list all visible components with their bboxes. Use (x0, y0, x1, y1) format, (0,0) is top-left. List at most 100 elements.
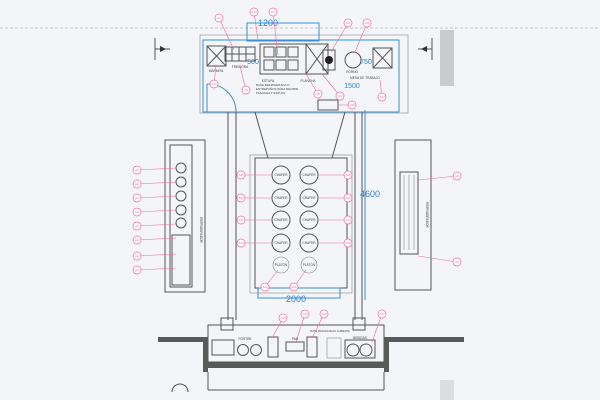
callout-tag: A3 (132, 207, 177, 217)
note-label: BASE REFRIGERADA O ENTREPAÑOS PARA RECIB… (256, 83, 299, 95)
tag-label: A18 (280, 316, 286, 320)
callout-tag: A20 (236, 238, 272, 248)
callout-tag: A11 (330, 18, 353, 53)
chafer-label: CHAFER (302, 173, 316, 177)
dimension-island-width: 2000 (286, 294, 306, 304)
callout-tag: A17 (371, 309, 387, 343)
chafer-label: CHAFER (302, 196, 316, 200)
left-refrigerator-unit: REFRIGERADOR (164, 139, 206, 293)
callout-tag: A3 (132, 221, 177, 231)
tag-label: A15 (302, 312, 308, 316)
sink-label: MARMITA (209, 69, 224, 73)
tag-label: A14 (379, 95, 385, 99)
tag-label: A3 (455, 174, 459, 178)
stove-label: ESTUFA (262, 79, 275, 83)
chafer-label: CHAFER (274, 173, 288, 177)
tag-label: A21 (262, 285, 268, 289)
tag-label: A3 (135, 168, 139, 172)
tag-label: A5 (244, 88, 248, 92)
chafer: CHAFER (299, 165, 319, 185)
tag-label: A13 (251, 10, 257, 14)
dimension-island-length: 4600 (360, 189, 380, 199)
callout-tag: A15 (295, 309, 310, 343)
chafer: CHAFER (299, 188, 319, 208)
chafer-label: CHAFER (302, 241, 316, 245)
tag-label: A20 (238, 196, 244, 200)
left-unit-label: REFRIGERADOR (199, 217, 203, 243)
platter: PLATÓN (300, 256, 318, 274)
tag-label: A18 (349, 103, 355, 107)
tag-label: A3 (135, 224, 139, 228)
scrollbar-bottom[interactable] (440, 380, 454, 400)
callout-tag: A12 (209, 64, 219, 89)
tag-label: A3 (135, 182, 139, 186)
chafer: CHAFER (299, 233, 319, 253)
tag-label: A20 (345, 173, 351, 177)
callout-tag: A20 (236, 215, 272, 225)
callout-tag: A20 (236, 193, 272, 203)
callout-tag: A21 (260, 269, 279, 292)
callout-tag: A21 (289, 269, 307, 292)
right-refrigerator-unit: REFRIGERADOR (394, 139, 432, 291)
walls (158, 337, 464, 391)
callout-tag: A4 (132, 265, 177, 275)
callout-tag: A4 (417, 255, 462, 267)
top-cooking-line: MARMITA FREIDORA ESTUFA PLANCHA HORNO ME… (199, 34, 409, 114)
tag-label: A4 (455, 260, 459, 264)
tag-label: A3 (135, 238, 139, 242)
callout-tag: A4 (132, 251, 177, 261)
tag-label: A20 (345, 241, 351, 245)
platter-label: PLATÓN (275, 262, 288, 267)
tag-label: A11 (345, 21, 350, 25)
tag-label: A10 (364, 21, 370, 25)
tag-label: A20 (345, 218, 351, 222)
bascula-label: BOTE BASURA BAJO CUBIERTA (310, 329, 350, 333)
tag-label: A8 (316, 92, 320, 96)
callout-tag: A20 (318, 238, 353, 248)
dimension-depth-left: 500 (247, 59, 259, 66)
chafer: CHAFER (271, 165, 291, 185)
dimension-depth-right: 750 (360, 59, 372, 66)
callout-tag: A18 (271, 313, 288, 339)
chafer-label: CHAFER (274, 196, 288, 200)
column-marker-icon (171, 383, 189, 393)
tag-label: A3 (135, 196, 139, 200)
tag-label: A17 (379, 312, 385, 316)
bottom-service-counter: POSTRE PAN BEBIDAS BOTE BASURA BAJO CUBI… (207, 317, 385, 363)
callout-tag: A18 (338, 100, 357, 110)
callout-tag: A3 (132, 235, 177, 245)
chafer-label: CHAFER (274, 241, 288, 245)
callout-tag: A3 (417, 171, 462, 181)
callout-tag: A9 (321, 73, 345, 101)
chafer: CHAFER (271, 210, 291, 230)
right-unit-label: REFRIGERADOR (425, 202, 429, 228)
chafer: CHAFER (271, 188, 291, 208)
tag-label: A1 (271, 10, 275, 14)
griddle-label: PLANCHA (300, 79, 316, 83)
callout-tag: A20 (318, 215, 353, 225)
tag-label: A3 (135, 210, 139, 214)
callout-tag: A1 (268, 7, 279, 56)
oven-label: HORNO (346, 70, 358, 74)
chafer-label: CHAFER (302, 218, 316, 222)
bebidas-label: BEBIDAS (353, 336, 367, 340)
tag-label: A4 (135, 268, 139, 272)
buffet-island: CHAFER CHAFER CHAFER CHAFER CHAFER CHAFER CHAF… (249, 154, 353, 299)
chafer: CHAFER (299, 210, 319, 230)
left-section-arrow-icon (154, 38, 170, 60)
tag-label: A20 (345, 196, 351, 200)
tag-label: A21 (291, 285, 297, 289)
tag-label: A20 (238, 218, 244, 222)
tag-label: A16 (321, 312, 327, 316)
support-columns (227, 111, 363, 320)
scrollbar[interactable] (440, 30, 454, 86)
callout-tag: A3 (132, 179, 177, 189)
chafer-label: CHAFER (274, 218, 288, 222)
tag-label: A20 (238, 241, 244, 245)
callout-tag: A5 (239, 65, 251, 95)
tag-label: A2 (217, 16, 221, 20)
pan-label: PAN (292, 337, 299, 341)
postre-label: POSTRE (238, 337, 251, 341)
